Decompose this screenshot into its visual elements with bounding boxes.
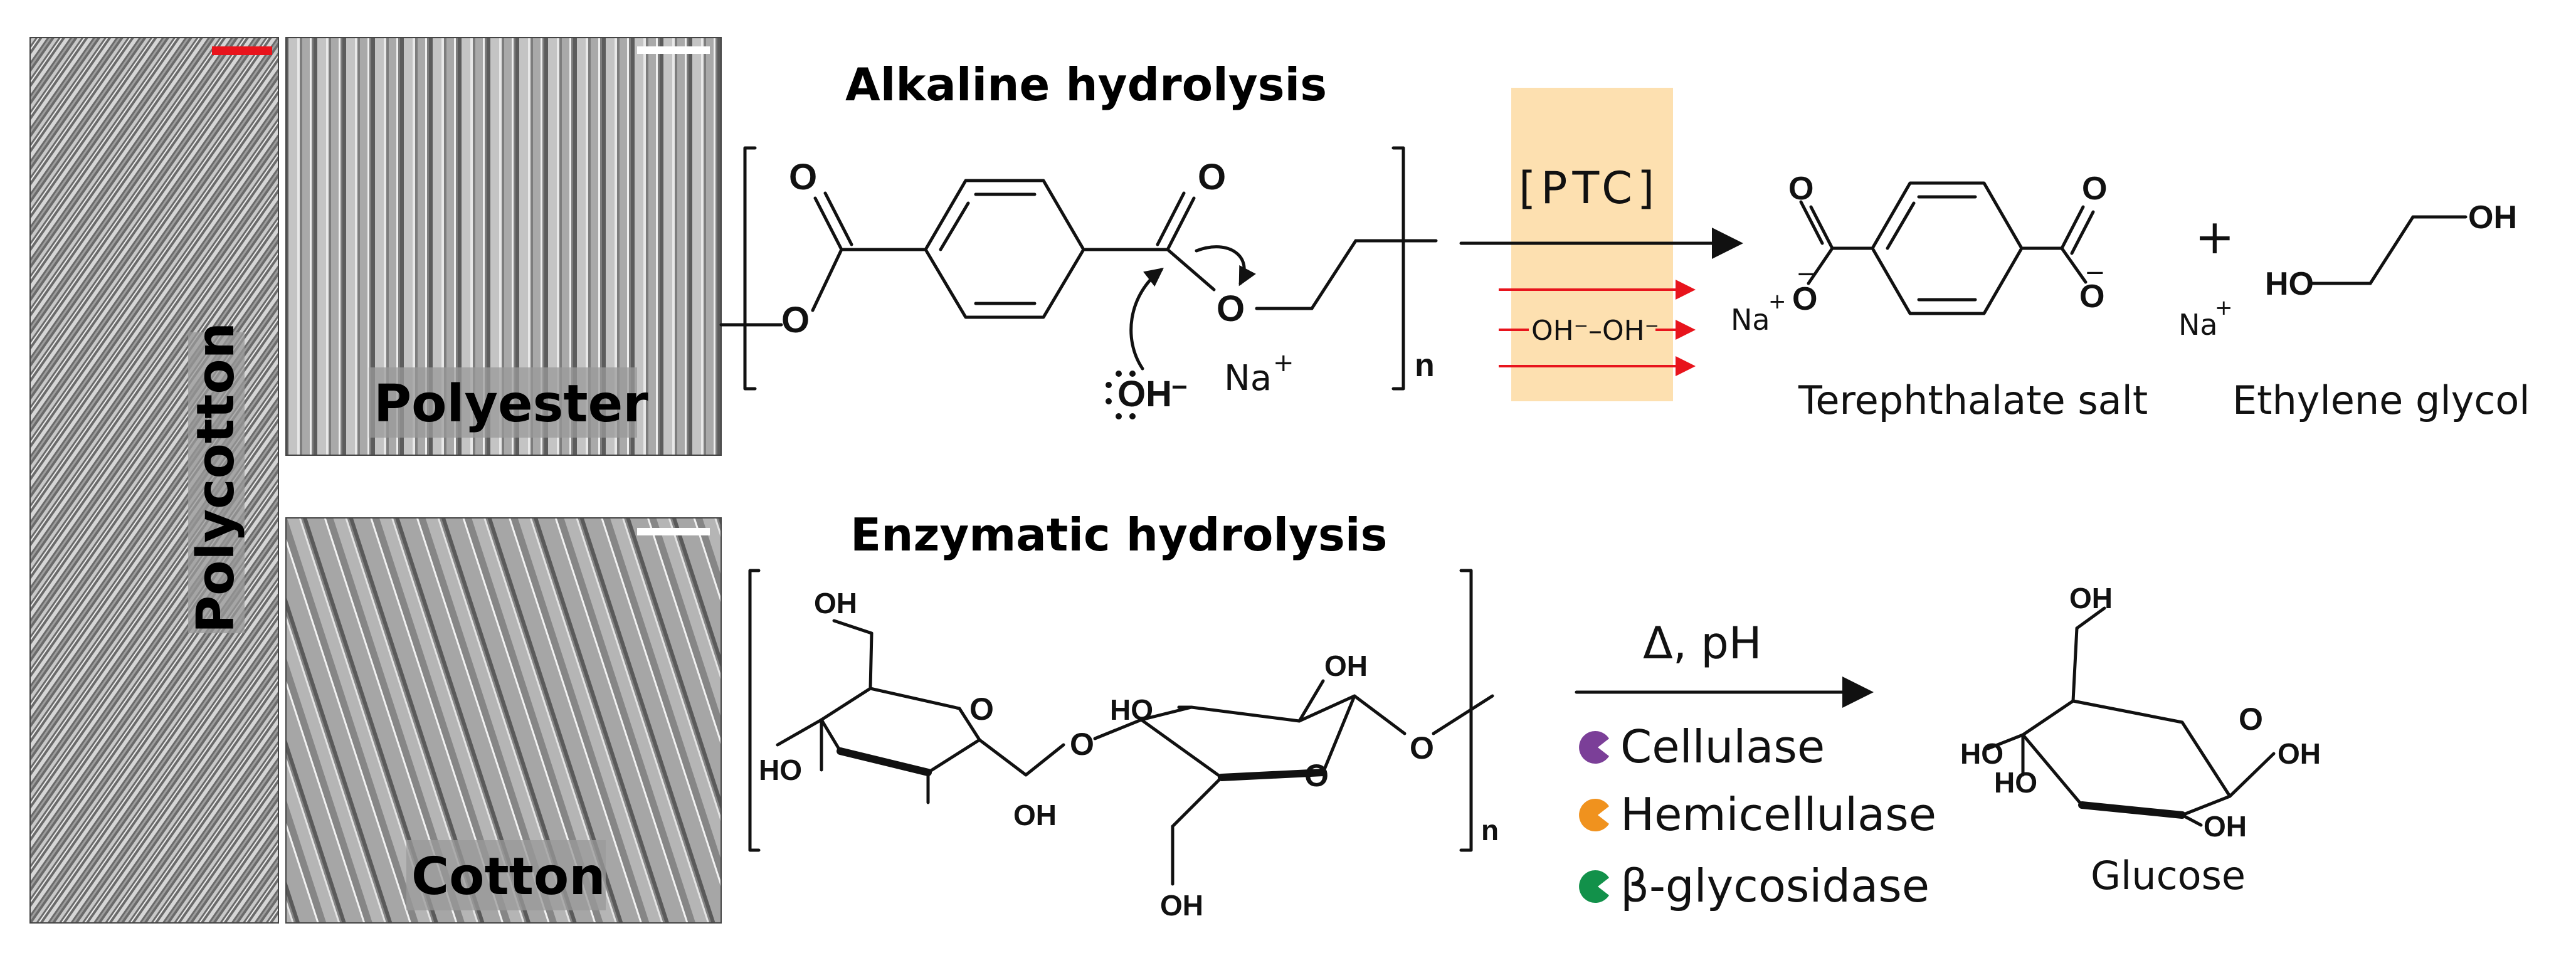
glucose-molecule: OH HO HO O OH OH Glucose: [1960, 582, 2321, 898]
hydroxide-charge: −: [1171, 372, 1188, 403]
cellulose-oh-top-right: OH: [1324, 650, 1368, 682]
ptc-reaction-arrow: [PTC] OH⁻–OH⁻: [1459, 88, 1743, 401]
cellulose-oh-bottom-left: OH: [1013, 799, 1057, 831]
tp-na-right-charge: +: [2215, 295, 2233, 320]
lone-pair-dots: [1106, 371, 1136, 419]
tp-oxygen-left-minus: O: [1792, 281, 1817, 317]
polyester-label: Polyester: [374, 374, 648, 434]
cellulose-ring-o1: O: [969, 692, 994, 727]
enzyme-item-beta-glycosidase: β-glycosidase: [1579, 860, 1929, 912]
pacman-icon: [1579, 798, 1609, 831]
alkaline-hydrolysis-scheme: Alkaline hydrolysis O: [719, 58, 2530, 423]
glucose-label: Glucose: [2091, 853, 2246, 898]
cellulose-glycosidic-o: O: [1070, 727, 1094, 762]
cellulose-ring-o2: O: [1304, 758, 1329, 793]
enzymatic-reaction-arrow: Δ, pH: [1575, 618, 1874, 708]
enzyme-list: Cellulase Hemicellulase β-glycosidase: [1579, 720, 1936, 912]
cotton-scale-bar: [637, 528, 710, 535]
ester-oxygen-left: O: [781, 300, 810, 340]
polycotton-micrograph: Polycotton: [29, 37, 279, 924]
cellulose-ho-left: HO: [759, 754, 802, 786]
enzyme-item-hemicellulase: Hemicellulase: [1579, 788, 1936, 841]
glucose-ho-1: HO: [1960, 737, 2003, 770]
polyester-scale-bar: [637, 46, 710, 54]
polyester-micrograph: Polyester: [285, 37, 722, 456]
glucose-oh-right: OH: [2278, 737, 2321, 770]
glycol-oh: OH: [2468, 199, 2517, 236]
enzyme-name: β-glycosidase: [1620, 860, 1929, 912]
enzymatic-hydrolysis-scheme: Enzymatic hydrolysis OH: [748, 508, 2321, 922]
pet-repeat-n: n: [1415, 347, 1435, 384]
tp-na-left-charge: +: [1768, 289, 1787, 314]
carbonyl-oxygen-right: O: [1198, 157, 1226, 197]
enzyme-name: Hemicellulase: [1620, 788, 1936, 841]
tp-charge-right: −: [2084, 258, 2106, 287]
cellulose-oh-top-left: OH: [814, 587, 857, 619]
polycotton-label: Polycotton: [186, 322, 246, 633]
pacman-icon: [1579, 730, 1609, 764]
sodium-counterion: Na: [1224, 358, 1272, 399]
cellulose-oh-bottom: OH: [1160, 889, 1203, 922]
glucose-ho-2: HO: [1994, 766, 2037, 799]
polycotton-scale-bar: [212, 46, 272, 55]
cellulose-repeat-n: n: [1481, 814, 1499, 846]
pet-repeat-unit: O O O O n OH − Na +: [719, 146, 1438, 419]
pacman-icon: [1579, 870, 1609, 903]
ester-oxygen-right: O: [1217, 288, 1245, 329]
ethylene-glycol-label: Ethylene glycol: [2232, 377, 2530, 423]
cellobiose-repeat-unit: OH HO OH O O HO OH O O OH n: [748, 569, 1499, 922]
tp-oxygen-left-top: O: [1788, 171, 1813, 207]
hydroxide-nucleophile: OH: [1117, 374, 1172, 414]
cellulose-ho-mid: HO: [1110, 693, 1153, 726]
conditions-label: Δ, pH: [1643, 618, 1761, 669]
enzyme-name: Cellulase: [1620, 720, 1825, 773]
carbonyl-oxygen-left: O: [789, 157, 817, 197]
tp-charge-left: −: [1796, 260, 1817, 288]
tp-oxygen-right-minus: O: [2079, 278, 2104, 315]
enzyme-item-cellulase: Cellulase: [1579, 720, 1825, 773]
alkaline-title: Alkaline hydrolysis: [845, 58, 1327, 111]
cellulose-end-o: O: [1410, 730, 1434, 766]
cotton-micrograph: Cotton: [285, 517, 722, 924]
glucose-oh-top: OH: [2069, 582, 2113, 614]
tp-oxygen-right-top: O: [2082, 171, 2107, 207]
glycol-ho: HO: [2265, 266, 2314, 302]
glucose-ring-o: O: [2239, 702, 2263, 737]
micrographs-panel: Polycotton Polyester Cotton: [29, 37, 722, 924]
sodium-charge: +: [1273, 349, 1294, 377]
terephthalate-label: Terephthalate salt: [1798, 377, 2148, 423]
tp-na-left: Na: [1731, 303, 1770, 337]
plus-sign: +: [2195, 209, 2235, 265]
hydroxide-pair: OH⁻–OH⁻: [1531, 315, 1659, 347]
ptc-label: [PTC]: [1519, 162, 1659, 214]
enzymatic-title: Enzymatic hydrolysis: [850, 508, 1387, 561]
ethylene-glycol: HO OH Ethylene glycol: [2232, 199, 2530, 423]
cotton-label: Cotton: [411, 847, 606, 907]
glucose-oh-bottom: OH: [2204, 810, 2247, 843]
terephthalate-salt: O O O O − − Na + Na + Terephthalate salt: [1731, 171, 2233, 423]
tp-na-right: Na: [2178, 308, 2218, 342]
